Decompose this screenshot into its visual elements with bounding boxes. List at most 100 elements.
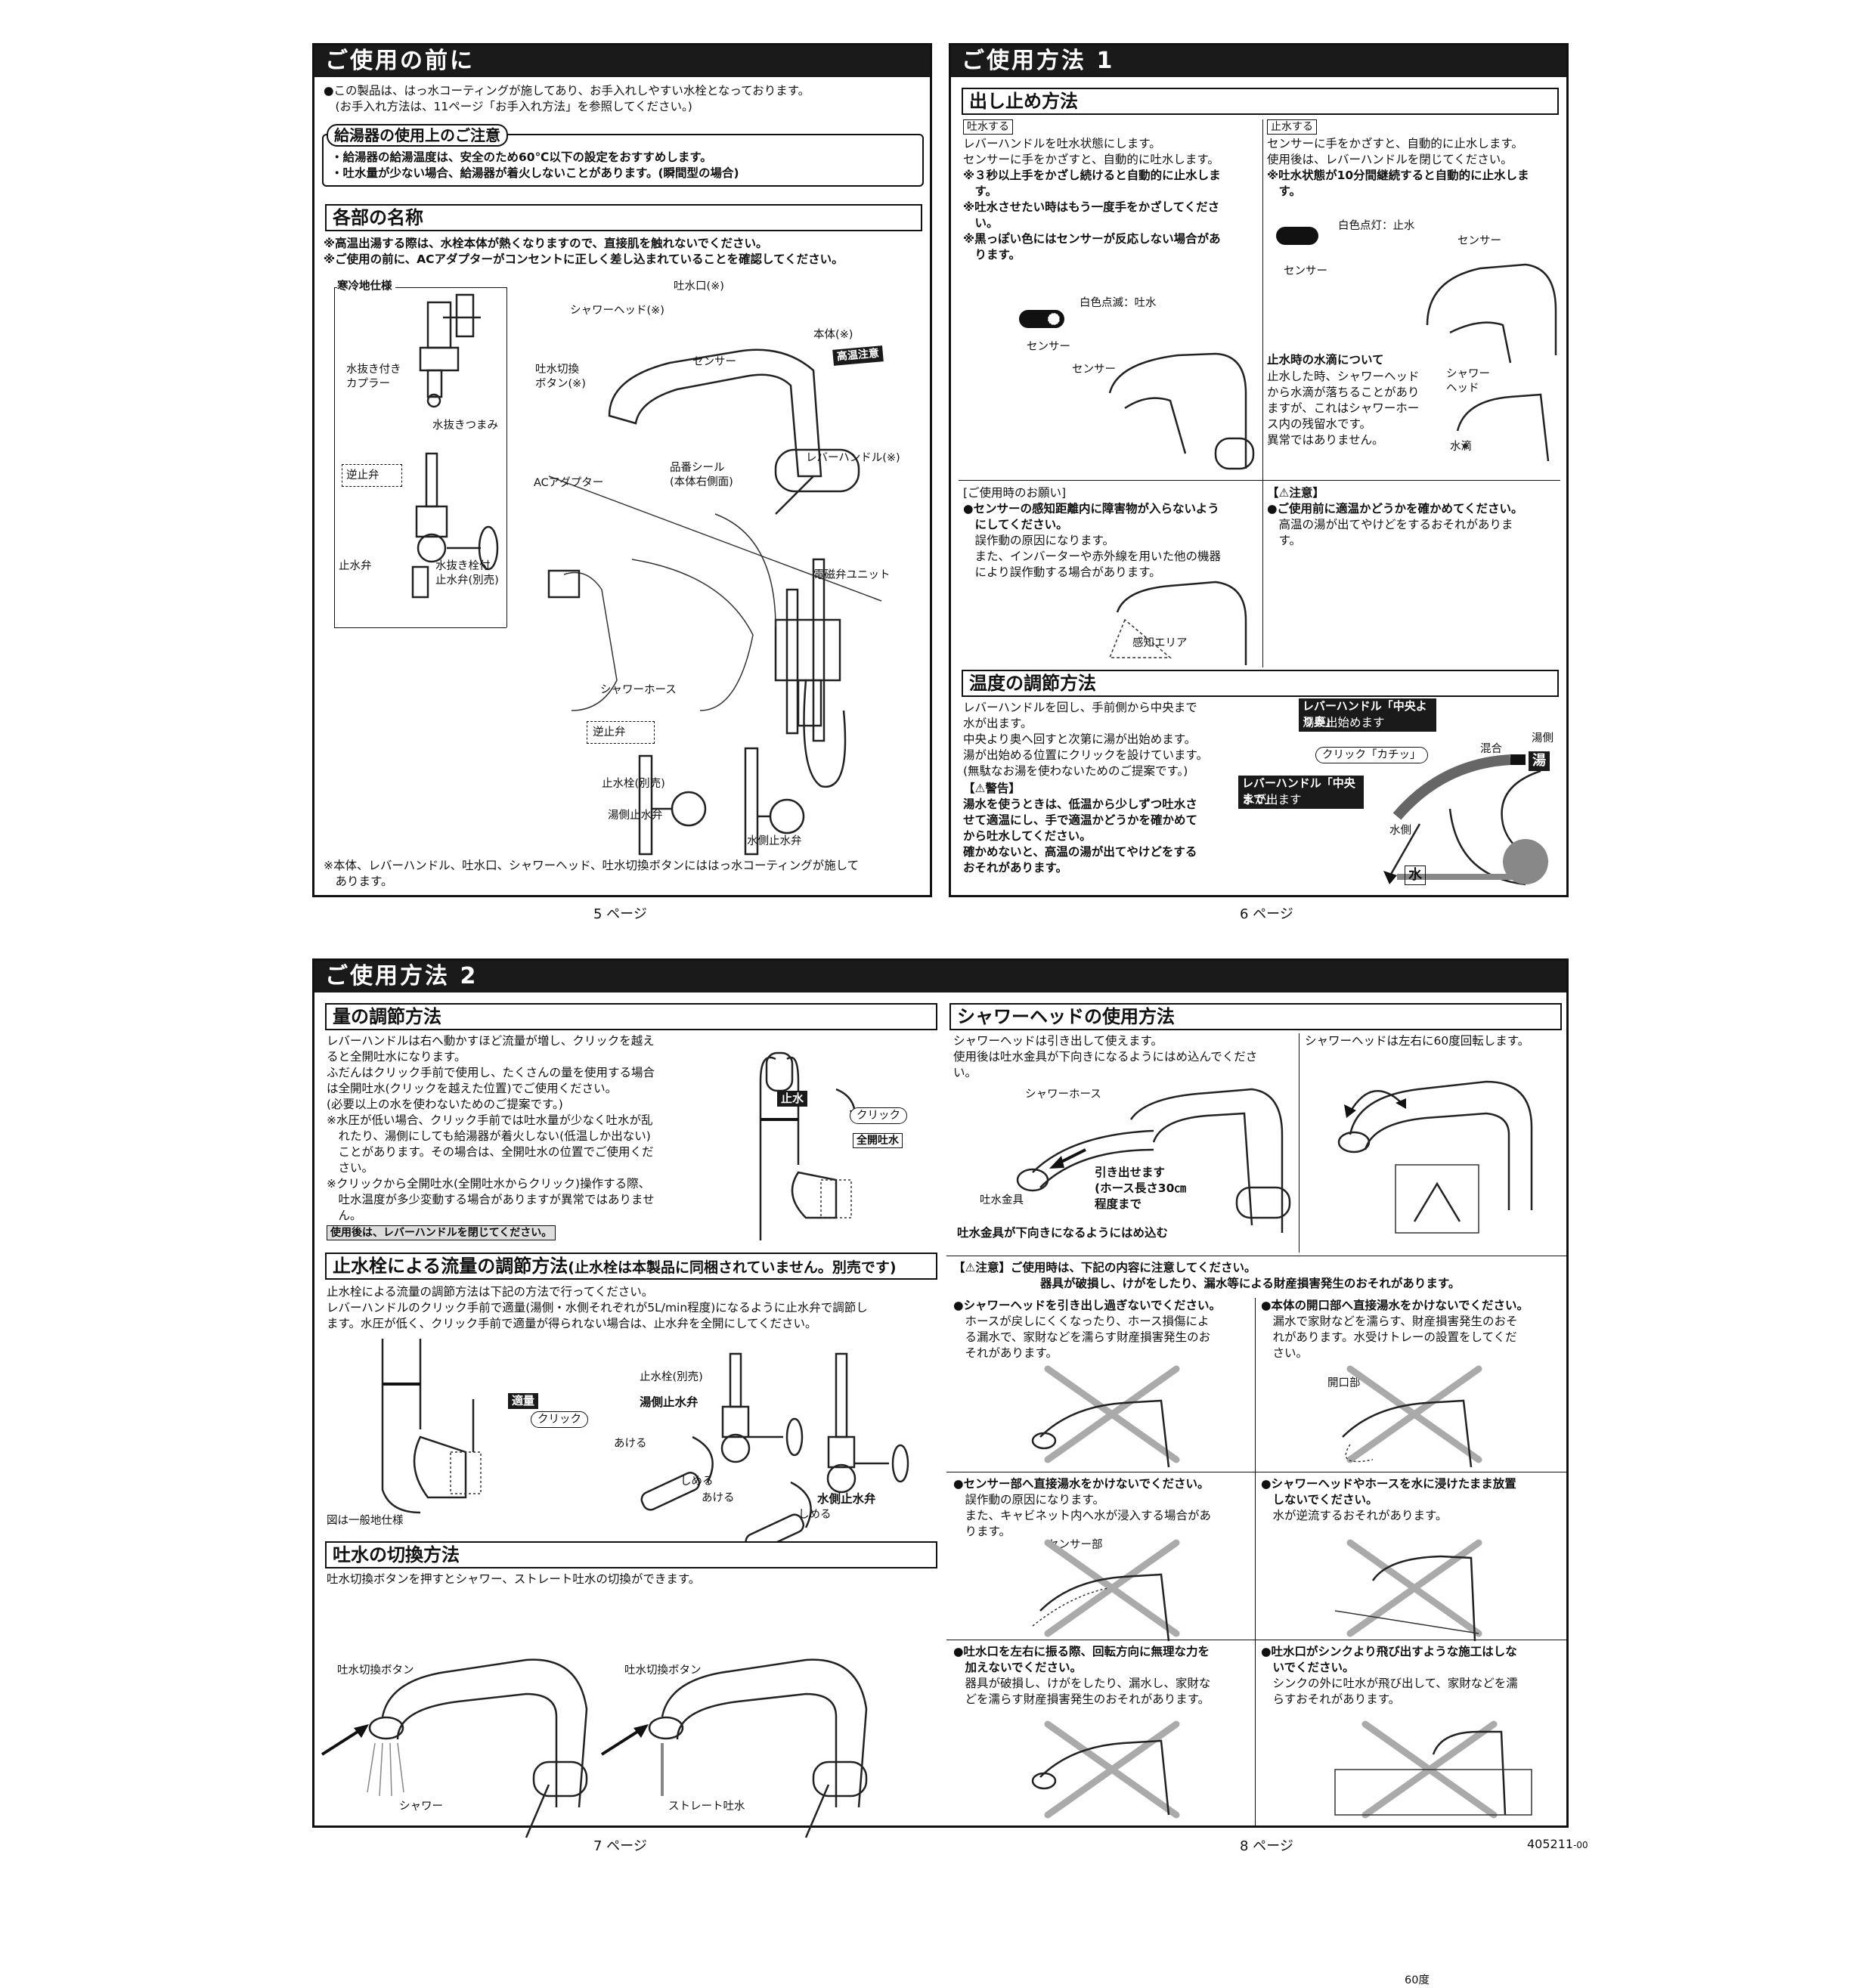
page8-number: 8 ページ bbox=[1240, 1838, 1293, 1854]
page5-panel: ご使用の前に ●この製品は、はっ水コーティングが施してあり、お手入れしやすい水栓… bbox=[312, 43, 932, 897]
label-switch-button: 吐水切換 ボタン(※) bbox=[535, 364, 586, 390]
caution-5-title: ●吐水口を左右に振る際、回転方向に無理な力を 加えないでください。 bbox=[953, 1645, 1210, 1674]
label-open-1: あける bbox=[614, 1438, 647, 1450]
cold-spec-label: 寒冷地仕様 bbox=[337, 280, 395, 294]
proper-amount-badge: 適量 bbox=[508, 1393, 539, 1409]
caution-3-illustration bbox=[1032, 1539, 1180, 1642]
label-hot-valve: 湯側止水弁 bbox=[608, 810, 663, 822]
on-off-section-title: 出し止め方法 bbox=[962, 88, 1559, 115]
drip-showerhead-label: シャワー ヘッド bbox=[1446, 368, 1490, 395]
label-sensor: センサー bbox=[692, 356, 736, 368]
request-title: [ご使用時のお願い] bbox=[963, 486, 1067, 500]
warning-text: 湯水を使うときは、低温から少しずつ吐水さ せて適温にし、手で適温かどうかを確かめ… bbox=[963, 797, 1198, 875]
label-showerhead: シャワーヘッド(※) bbox=[570, 305, 664, 317]
stopcock-valves-illustration bbox=[640, 1352, 909, 1553]
label-shower-hose: シャワーホース bbox=[600, 684, 677, 696]
callout-back-bold: レバーハンドル「中央より奥」 bbox=[1303, 699, 1427, 729]
label-close-1: しめる bbox=[680, 1476, 714, 1488]
callout-center: レバーハンドル「中央まで」 bbox=[1238, 776, 1364, 809]
label-shower-hose-8: シャワーホース bbox=[1025, 1088, 1101, 1101]
caution-3-title: ●センサー部へ直接湯水をかけないでください。 bbox=[953, 1477, 1210, 1491]
temperature-text: レバーハンドルを回し、手前側から中央まで 水が出ます。 中央より奥へ回すと次第に… bbox=[963, 701, 1208, 778]
pull-out-illustration bbox=[1016, 1088, 1291, 1233]
tag-water-off: 止水する bbox=[1267, 119, 1317, 135]
sense-area-illustration bbox=[1108, 581, 1247, 665]
hand-sensor-on-illustration bbox=[1108, 352, 1255, 470]
led-sensor-label-1: センサー bbox=[1027, 341, 1070, 353]
warning-title: 【⚠警告】 bbox=[963, 782, 1021, 795]
drip-title: 止水時の水滴について bbox=[1267, 353, 1384, 367]
label-60-degrees: 60度 bbox=[1405, 1974, 1430, 1986]
callout-back: レバーハンドル「中央より奥」 bbox=[1299, 698, 1436, 732]
led-on-icon bbox=[1276, 227, 1318, 245]
cold-spec-bracket bbox=[334, 287, 335, 627]
cold-spec-bracket-bottom bbox=[334, 627, 506, 628]
label-check-valve-2: 逆止弁 bbox=[593, 726, 626, 739]
led-blink-label: 白色点滅：吐水 bbox=[1080, 297, 1157, 309]
switch-button-label-2: 吐水切換ボタン bbox=[624, 1664, 702, 1677]
rotate-text: シャワーヘッドは左右に60度回転します。 bbox=[1305, 1034, 1530, 1048]
drip-illustration bbox=[1456, 393, 1550, 462]
callout-back-text: 湯が出始めます bbox=[1303, 716, 1385, 729]
caution-6-illustration bbox=[1334, 1720, 1532, 1819]
switch-section-title: 吐水の切換方法 bbox=[325, 1541, 937, 1568]
check-valve-box-2 bbox=[587, 721, 655, 744]
showerhead-section-title: シャワーヘッドの使用方法 bbox=[949, 1003, 1562, 1030]
water-on-text: レバーハンドルを吐水状態にします。 センサーに手をかざすと、自動的に吐水します。 bbox=[963, 137, 1219, 166]
label-spout: 吐水口(※) bbox=[674, 280, 724, 293]
label-stopcock: 止水栓(別売) bbox=[602, 778, 665, 790]
caution-6-text: シンクの外に吐水が飛び出して、家財などを濡 らすおそれがあります。 bbox=[1272, 1677, 1518, 1706]
led-blink-icon bbox=[1019, 310, 1064, 328]
caution-2-label: 開口部 bbox=[1327, 1377, 1361, 1389]
document-number-rev: -00 bbox=[1573, 1840, 1588, 1850]
caution-4-text: 水が逆流するおそれがあります。 bbox=[1261, 1509, 1448, 1522]
caution-bold: ●ご使用前に適温かどうかを確かめてください。 bbox=[1267, 502, 1523, 516]
page6-title: ご使用方法 1 bbox=[951, 45, 1566, 77]
caution-2-illustration bbox=[1342, 1365, 1482, 1468]
water-off-notes: ※吐水状態が10分間継続すると自動的に止水しま す。 bbox=[1267, 169, 1529, 198]
led-sensor-label-2: センサー bbox=[1284, 265, 1327, 277]
page7-number: 7 ページ bbox=[593, 1838, 647, 1854]
request-bold: ●センサーの感知距離内に障害物が入らないよう にしてください。 bbox=[963, 502, 1219, 531]
drip-text: 止水した時、シャワーヘッド から水滴が落ちることがあり ますが、これはシャワーホ… bbox=[1267, 370, 1420, 447]
p6-mid-divider bbox=[959, 480, 1560, 481]
caution-text: 高温の湯が出てやけどをするおそれがありま す。 bbox=[1278, 518, 1513, 547]
caution-4-title: ●シャワーヘッドやホースを水に浸けたまま放置 しないでください。 bbox=[1261, 1477, 1516, 1506]
on-off-divider bbox=[1262, 119, 1263, 497]
page6-panel: ご使用方法 1 出し止め方法 吐水する レバーハンドルを吐水状態にします。 セン… bbox=[949, 43, 1569, 897]
cold-coupler-illustration bbox=[419, 293, 481, 408]
label-coupler: 水抜き付き カプラー bbox=[346, 364, 401, 390]
callout-click: クリック「カチッ」 bbox=[1315, 747, 1428, 763]
sensor-label-2: センサー bbox=[1457, 235, 1501, 247]
hand-sensor-off-illustration bbox=[1426, 263, 1557, 364]
general-spec-label: 図は一般地仕様 bbox=[327, 1515, 404, 1527]
p5-footnote: ※本体、レバーハンドル、吐水口、シャワーヘッド、吐水切換ボタンにははっ水コーティ… bbox=[324, 859, 860, 888]
page78-panel: ご使用方法 2 量の調節方法 レバーハンドルは右へ動かすほど流量が増し、クリック… bbox=[312, 958, 1569, 1986]
parts-notes: ※高温出湯する際は、水栓本体が熱くなりますので、直接肌を触れないでください。 ※… bbox=[324, 237, 844, 266]
cold-spec-bracket-right bbox=[506, 287, 507, 627]
check-valve-box-1 bbox=[342, 464, 402, 487]
heater-caution-text: ・給湯器の給湯温度は、安全のため60℃以下の設定をおすすめします。 ・吐水量が少… bbox=[331, 150, 739, 180]
caution-5-text: 器具が破損し、けがをしたり、漏水し、家財な どを濡らす財産損害発生のおそれがあり… bbox=[965, 1677, 1211, 1706]
stopcock-section-note: (止水栓は本製品に同梱されていません。別売です) bbox=[568, 1259, 897, 1276]
label-lever-handle: レバーハンドル(※) bbox=[806, 452, 900, 464]
page7-title: ご使用方法 2 bbox=[314, 961, 1566, 992]
p6-caution-divider bbox=[1262, 482, 1263, 667]
flow-section-title: 量の調節方法 bbox=[325, 1003, 937, 1030]
p8-caution-head: 【⚠注意】ご使用時は、下記の内容に注意してください。 bbox=[953, 1261, 1256, 1274]
label-stop-valve: 止水弁 bbox=[339, 560, 372, 572]
label-check-valve-1: 逆止弁 bbox=[346, 469, 379, 482]
label-close-2: しめる bbox=[798, 1509, 832, 1521]
sense-area-label: 感知エリア bbox=[1132, 637, 1188, 649]
label-cold-valve-7: 水側止水弁 bbox=[817, 1492, 876, 1506]
page5-title: ご使用の前に bbox=[314, 45, 930, 77]
heater-caution-title: 給湯器の使用上のご注意 bbox=[327, 124, 508, 147]
temperature-section-title: 温度の調節方法 bbox=[962, 670, 1559, 697]
caution-1-text: ホースが戻しにくくなったり、ホース損傷によ る漏水で、家財などを濡らす財産損害発… bbox=[965, 1314, 1211, 1360]
tag-water-on: 吐水する bbox=[963, 119, 1013, 135]
close-after-use: 使用後は、レバーハンドルを閉じてください。 bbox=[327, 1225, 556, 1240]
caution-6-title: ●吐水口がシンクより飛び出すような施工はしな いでください。 bbox=[1261, 1645, 1517, 1674]
led-on-label: 白色点灯：止水 bbox=[1338, 220, 1415, 232]
label-solenoid-unit: 電磁弁ユニット bbox=[813, 569, 891, 581]
hot-side-label: 湯側 bbox=[1532, 732, 1553, 745]
